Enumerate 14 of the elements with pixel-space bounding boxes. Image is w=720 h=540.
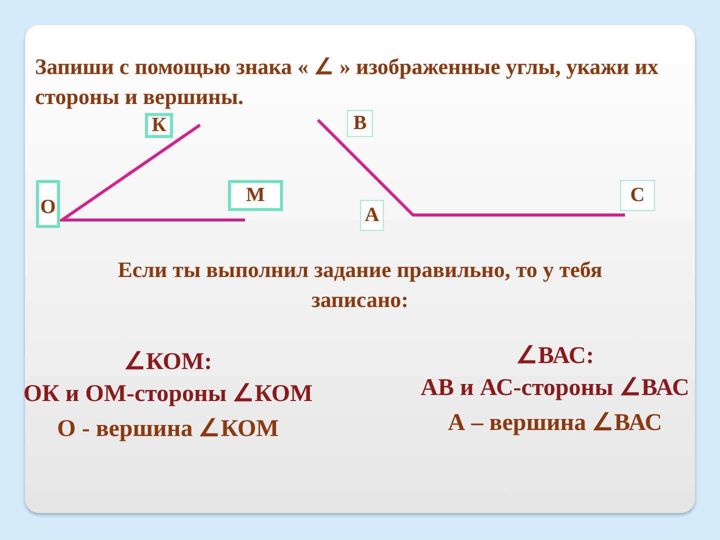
angle-name: ∠ВАС: [515, 342, 595, 371]
answer-line: АВ и АС-стороны ∠ВАС [420, 374, 690, 403]
answer-line: О - вершина ∠КОМ [56, 415, 280, 444]
instruction-text: Если ты выполнил задание правильно, то у тебя записано: [116, 256, 604, 314]
title: Запиши с помощью знака « ∠ » изображенные углы, укажи их стороны и вершины. [35, 53, 660, 111]
angle-name: ∠КОМ: [122, 348, 214, 377]
answer-line: А – вершина ∠ВАС [446, 409, 664, 438]
point-label: О [36, 180, 60, 228]
point-label: М [228, 180, 283, 211]
point-label: С [620, 180, 655, 211]
point-label: В [347, 110, 373, 137]
point-label: А [360, 200, 384, 231]
answer-line: ОК и ОМ-стороны ∠КОМ [22, 380, 314, 409]
point-label: К [145, 113, 173, 138]
